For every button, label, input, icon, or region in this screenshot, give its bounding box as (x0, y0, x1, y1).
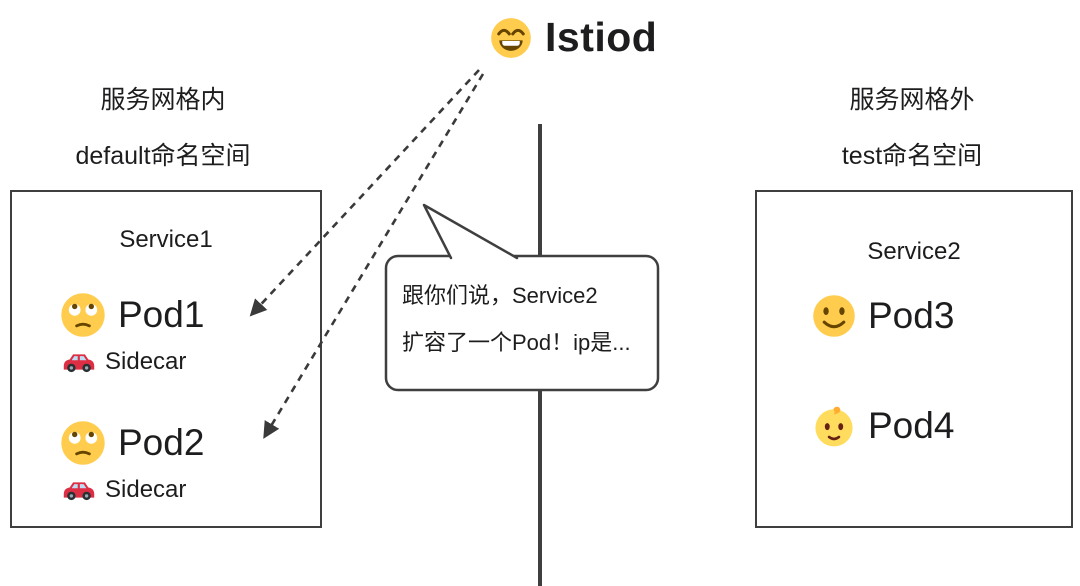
pod1-row: Pod1 (60, 292, 204, 338)
bubble-line-1: 跟你们说，Service2 (402, 283, 598, 308)
istiod-label: Istiod (545, 14, 658, 60)
pod1-sidecar-row: Sidecar (62, 348, 186, 376)
pod2-row: Pod2 (60, 420, 204, 466)
pod4-row: Pod4 (812, 404, 954, 448)
pod3-label: Pod3 (868, 295, 955, 336)
istiod-title: Istiod (490, 14, 657, 61)
service2-box: Service2 Pod3 Pod4 (755, 190, 1073, 528)
red-car-icon (62, 479, 96, 501)
speech-bubble-text: 跟你们说，Service2 扩容了一个Pod！ip是... (402, 281, 648, 375)
pod1-label: Pod1 (118, 294, 205, 335)
baby-face-icon (812, 404, 856, 448)
pod2-sidecar-label: Sidecar (105, 476, 187, 503)
pod3-row: Pod3 (812, 294, 954, 338)
default-namespace-header: default命名空间 (75, 142, 251, 170)
speech-bubble-tail (422, 203, 519, 260)
eye-roll-face-icon (60, 420, 106, 466)
pod2-sidecar-row: Sidecar (62, 476, 186, 504)
red-car-icon (62, 351, 96, 373)
grinning-face-icon (490, 17, 532, 59)
pod1-sidecar-label: Sidecar (105, 348, 187, 375)
slightly-smiling-face-icon (812, 294, 856, 338)
test-namespace-header: test命名空间 (841, 142, 983, 170)
pod4-label: Pod4 (868, 405, 955, 446)
mesh-outside-header: 服务网格外 (849, 86, 975, 114)
pod2-label: Pod2 (118, 422, 205, 463)
service1-box: Service1 Pod1 Sidecar Pod2 Sidecar (10, 190, 322, 528)
eye-roll-face-icon (60, 292, 106, 338)
service2-title: Service2 (867, 238, 961, 265)
bubble-line-2: 扩容了一个Pod！ip是... (402, 330, 631, 355)
mesh-inside-header: 服务网格内 (100, 86, 226, 114)
service1-title: Service1 (119, 226, 213, 253)
